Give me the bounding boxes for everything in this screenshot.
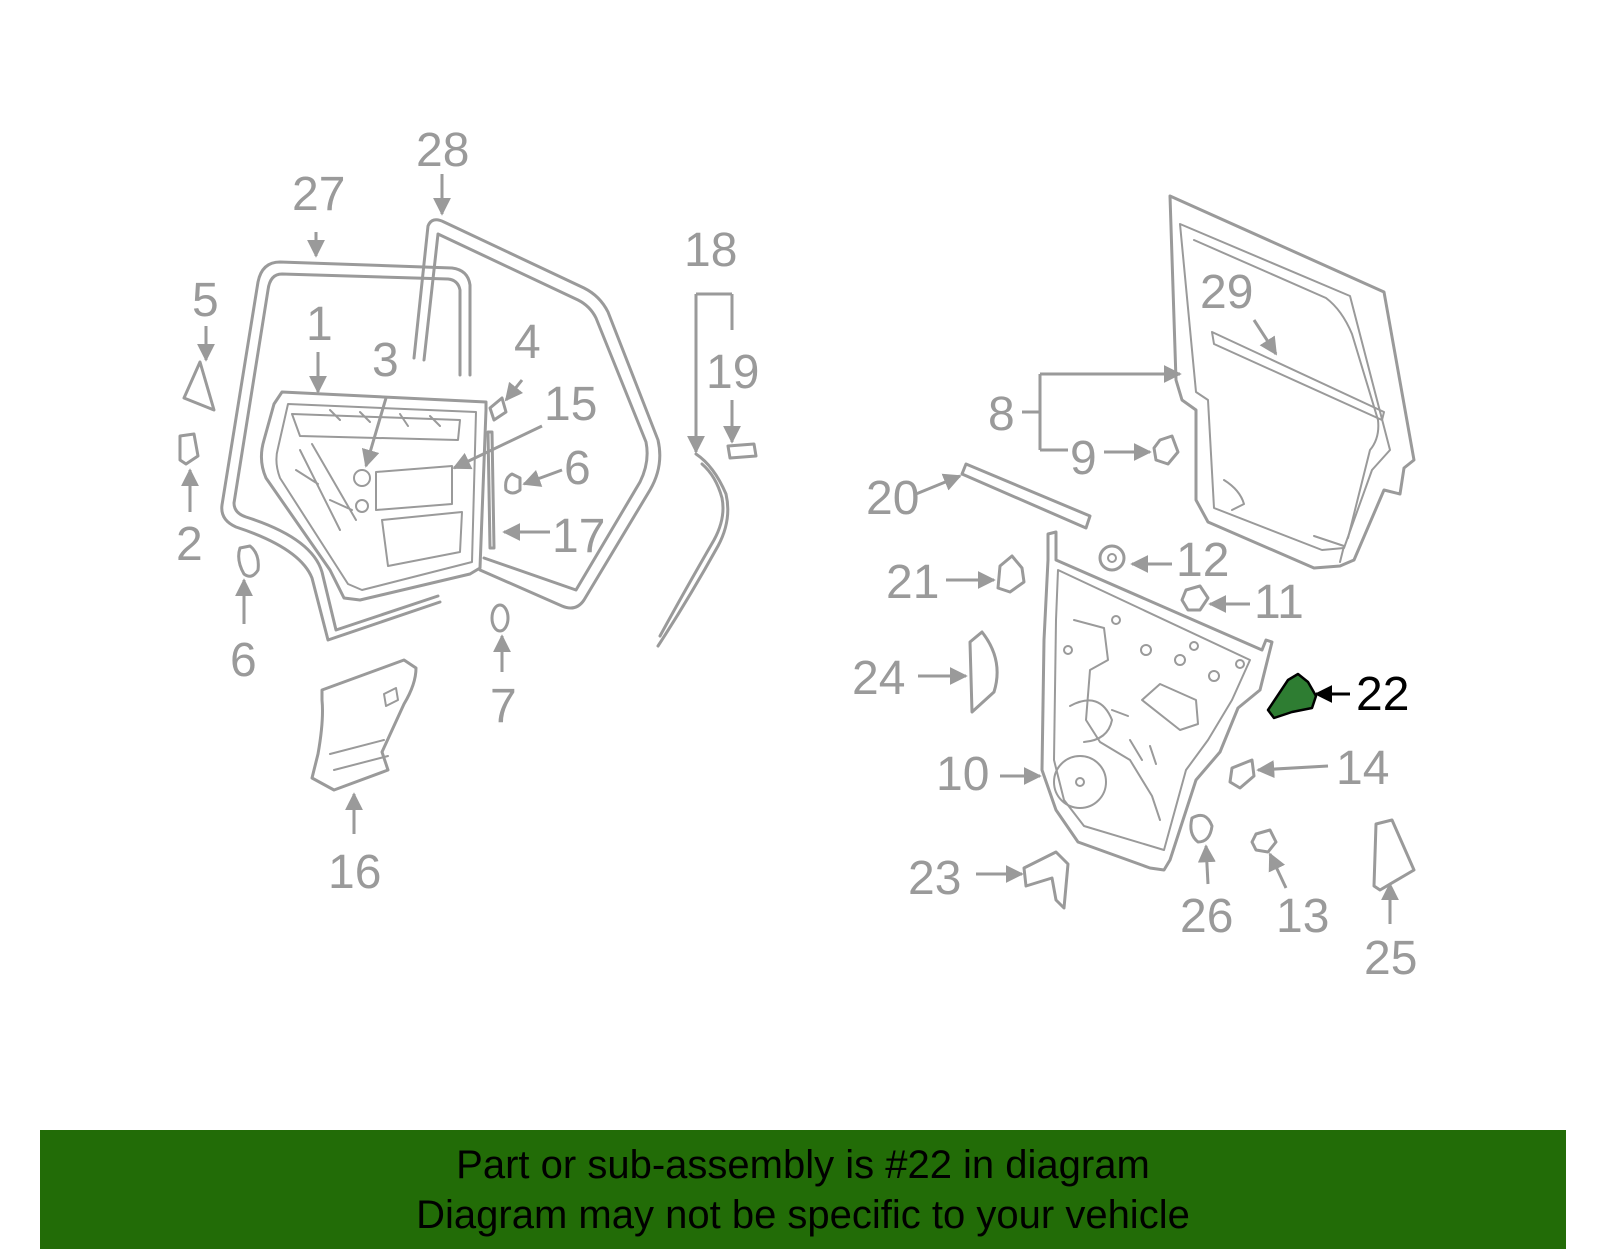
callout-14: 14 <box>1336 742 1389 795</box>
part-29-door-frame <box>1168 194 1416 570</box>
callout-29: 29 <box>1200 266 1253 319</box>
callout-21: 21 <box>886 556 939 609</box>
callout-19: 19 <box>706 346 759 399</box>
callout-28: 28 <box>416 124 469 177</box>
callout-16: 16 <box>328 846 381 899</box>
callout-13: 13 <box>1276 890 1329 943</box>
part-16-bracket <box>310 658 418 792</box>
callout-4: 4 <box>514 316 541 369</box>
callout-9: 9 <box>1070 432 1097 485</box>
callout-7: 7 <box>490 680 517 733</box>
callout-12: 12 <box>1176 534 1229 587</box>
part-13-bolt <box>1250 828 1278 854</box>
part-28-door-seal <box>412 218 662 610</box>
part-20-strip <box>960 462 1092 530</box>
callout-22-highlighted: 22 <box>1356 668 1409 721</box>
callout-1: 1 <box>306 298 333 351</box>
part-6-plug-b <box>504 472 522 495</box>
callout-27: 27 <box>292 168 345 221</box>
part-2-cover <box>178 432 200 466</box>
banner-line-part-number: Part or sub-assembly is #22 in diagram <box>456 1142 1150 1187</box>
callout-25: 25 <box>1364 932 1417 985</box>
right-leaders <box>915 319 1399 924</box>
part-21-bracket <box>996 554 1026 594</box>
callout-10: 10 <box>936 748 989 801</box>
part-4-clip <box>488 396 508 422</box>
part-25-cover <box>1372 818 1416 892</box>
part-26-grommet <box>1189 813 1214 844</box>
info-banner: Part or sub-assembly is #22 in diagram D… <box>40 1130 1566 1249</box>
part-6-plug-a <box>237 544 260 578</box>
part-14-clip <box>1228 758 1256 790</box>
part-7-grommet <box>490 603 510 633</box>
callout-2: 2 <box>176 518 203 571</box>
part-12-washer <box>1098 544 1126 572</box>
part-10-carrier-panel <box>1040 530 1274 872</box>
part-17-strip <box>486 430 496 550</box>
callout-17: 17 <box>552 510 605 563</box>
callout-18: 18 <box>684 224 737 277</box>
part-22-highlighted <box>1266 672 1318 720</box>
callout-26: 26 <box>1180 890 1233 943</box>
part-11-clip <box>1180 584 1210 612</box>
callout-11: 11 <box>1254 576 1304 629</box>
callout-6a: 6 <box>230 634 257 687</box>
callout-labels: 1 2 3 4 5 6 6 7 8 9 10 11 12 13 14 15 16… <box>176 124 1417 985</box>
callout-8: 8 <box>988 388 1015 441</box>
callout-20: 20 <box>866 472 919 525</box>
callout-15: 15 <box>544 378 597 431</box>
part-1-door-shell <box>259 390 488 602</box>
part-5-trim <box>182 360 216 412</box>
callout-6b: 6 <box>564 442 591 495</box>
part-27-weatherstrip <box>220 260 472 642</box>
callout-5: 5 <box>192 274 219 327</box>
left-leaders <box>181 174 741 834</box>
banner-line-disclaimer: Diagram may not be specific to your vehi… <box>416 1192 1190 1237</box>
callout-3: 3 <box>372 334 399 387</box>
part-23-bracket <box>1022 850 1070 910</box>
parts-diagram: 1 2 3 4 5 6 6 7 8 9 10 11 12 13 14 15 16… <box>176 124 1417 985</box>
part-9-fastener <box>1152 434 1180 466</box>
part-18-seal <box>656 452 730 648</box>
callout-23: 23 <box>908 852 961 905</box>
part-24-handle <box>968 630 999 714</box>
part-19-clip <box>726 442 758 460</box>
callout-24: 24 <box>852 652 905 705</box>
